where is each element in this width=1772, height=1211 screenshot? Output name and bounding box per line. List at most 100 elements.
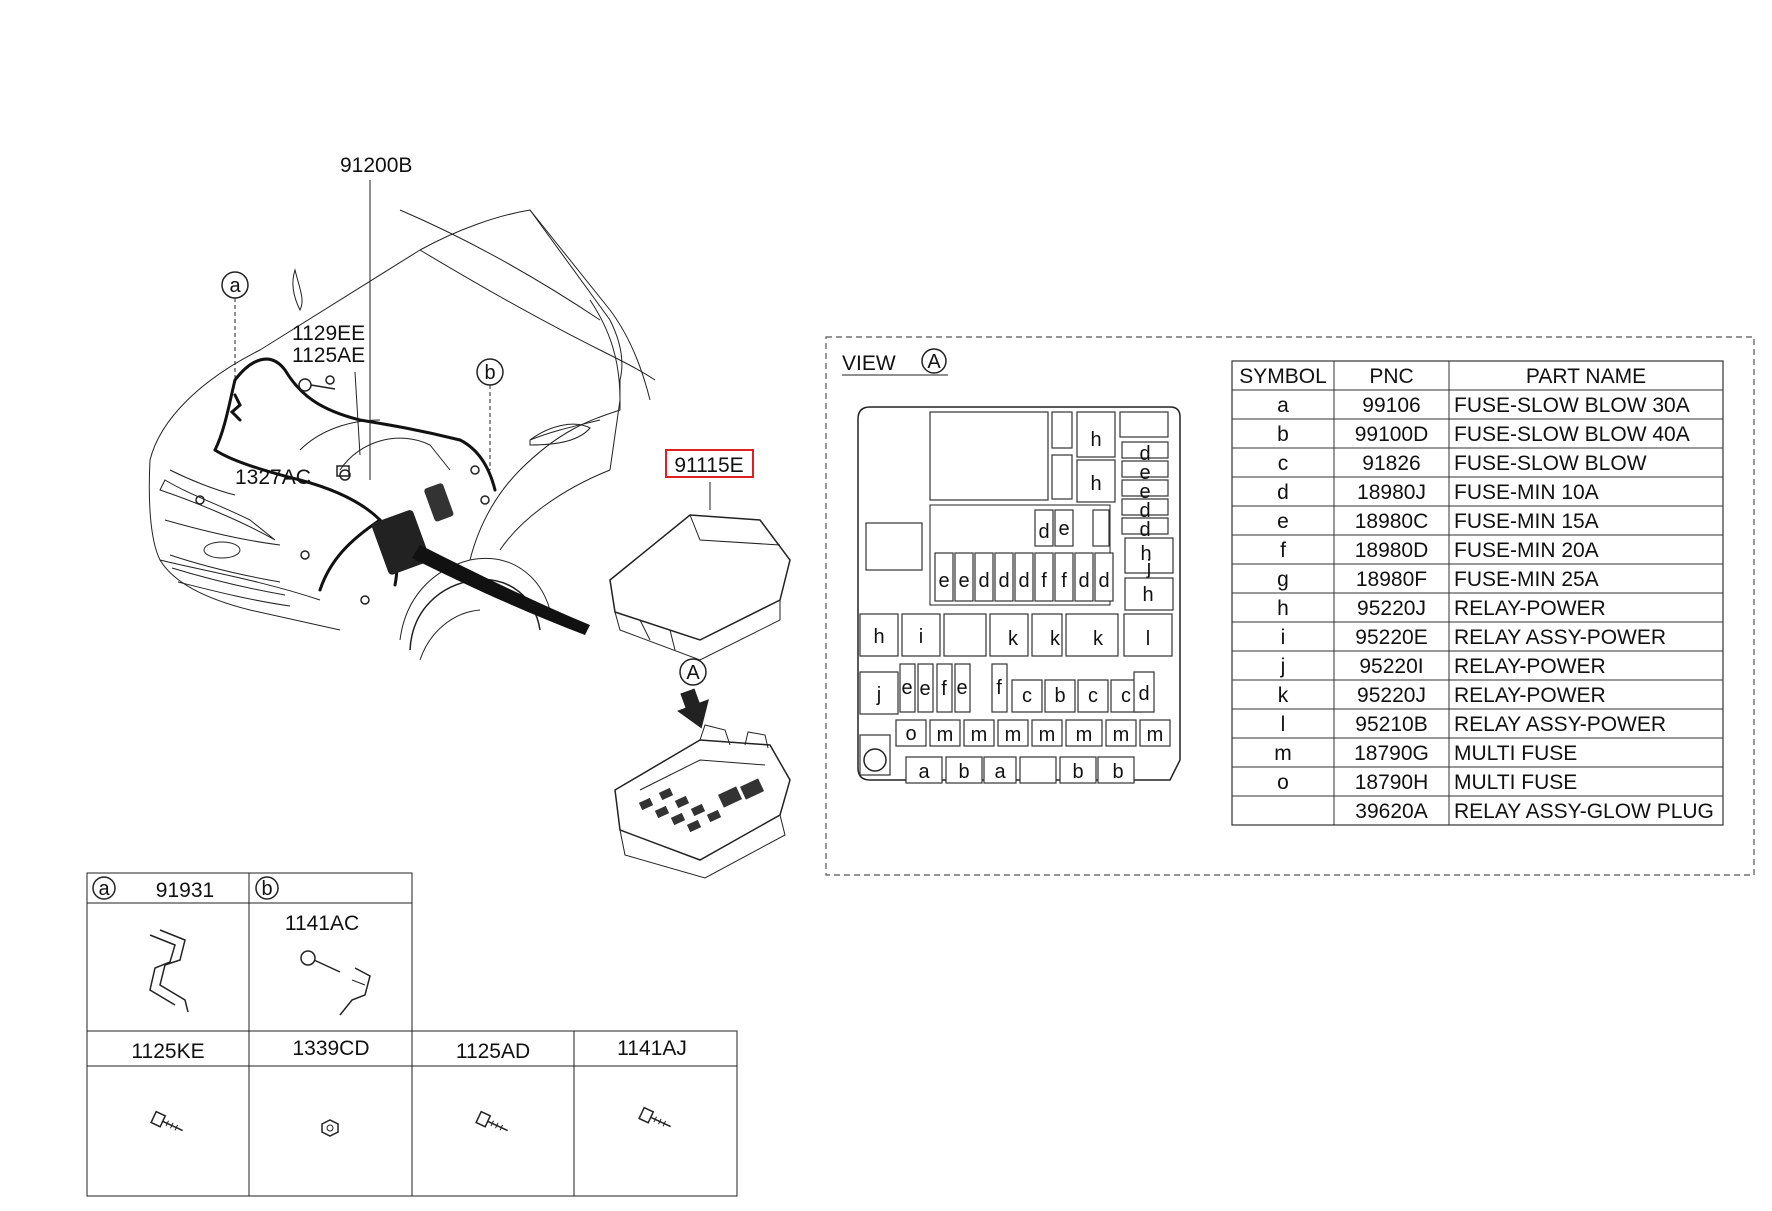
svg-text:a: a [994, 761, 1006, 783]
table-cell-symbol: i [1281, 626, 1286, 649]
fuse-box-cover: 91115E [609, 449, 791, 661]
svg-text:m: m [1113, 724, 1130, 746]
svg-text:A: A [927, 351, 941, 373]
svg-text:k: k [1093, 628, 1104, 650]
table-cell-symbol: f [1280, 539, 1286, 562]
nut-icon [321, 1119, 339, 1137]
table-cell-pnc: 39620A [1355, 800, 1427, 823]
table-cell-part-name: RELAY-POWER [1454, 597, 1606, 620]
svg-text:f: f [941, 678, 947, 700]
harness-callout: 91200B [340, 154, 412, 177]
table-cell-symbol: h [1277, 597, 1289, 620]
svg-text:d: d [1138, 683, 1149, 705]
table-cell-symbol: c [1278, 452, 1289, 475]
table-cell-part-name: MULTI FUSE [1454, 771, 1577, 794]
car-illustration [148, 209, 656, 661]
svg-text:e: e [956, 677, 967, 699]
cover-callout: 91115E [674, 454, 743, 477]
grid-pnc-1141aj: 1141AJ [617, 1037, 687, 1060]
grid-pnc-1125ad: 1125AD [456, 1040, 530, 1063]
table-cell-pnc: 18790H [1355, 771, 1429, 794]
svg-text:d: d [1038, 521, 1049, 543]
table-cell-symbol: d [1277, 481, 1289, 504]
table-cell-pnc: 18980J [1357, 481, 1426, 504]
nut-callout: 1327AC [235, 466, 311, 489]
svg-text:h: h [1090, 429, 1101, 451]
table-header-part-name: PART NAME [1526, 365, 1646, 388]
table-cell-pnc: 18980F [1356, 568, 1427, 591]
table-cell-pnc: 99106 [1362, 394, 1420, 417]
parts-grid: a 91931 b 1141AC 1125KE 1339CD 1125AD 11… [86, 872, 738, 1197]
svg-text:e: e [1139, 462, 1150, 484]
view-a-panel [825, 336, 1755, 876]
table-cell-pnc: 18980D [1355, 539, 1429, 562]
svg-text:f: f [1041, 570, 1047, 592]
svg-text:k: k [1050, 628, 1061, 650]
fuse-row-4: j e e f e f c b c c d [859, 663, 1155, 715]
table-cell-pnc: 95220I [1359, 655, 1423, 678]
table-cell-part-name: RELAY ASSY-GLOW PLUG [1454, 800, 1714, 823]
svg-text:a: a [229, 275, 241, 297]
svg-text:b: b [1054, 685, 1065, 707]
svg-text:h: h [1140, 543, 1151, 565]
table-cell-pnc: 95220J [1357, 597, 1426, 620]
fuse-box-layout: h h d e e d d d e e e [857, 406, 1181, 784]
relay-h-2 [1076, 459, 1116, 503]
grid-pnc-91931: 91931 [156, 879, 214, 902]
table-cell-pnc: 95210B [1355, 713, 1427, 736]
grid-pnc-1141ac: 1141AC [285, 912, 359, 935]
grid-ref-a: a [92, 876, 116, 900]
svg-text:b: b [261, 878, 272, 900]
svg-text:e: e [901, 677, 912, 699]
svg-text:e: e [958, 570, 969, 592]
relay-h-1 [1076, 411, 1116, 458]
svg-text:j: j [1146, 557, 1151, 579]
svg-text:m: m [1147, 724, 1164, 746]
svg-text:b: b [1072, 761, 1083, 783]
view-a-arrow: A [677, 658, 709, 729]
svg-text:m: m [971, 724, 988, 746]
svg-text:k: k [1008, 628, 1019, 650]
table-cell-pnc: 99100D [1355, 423, 1429, 446]
table-cell-symbol: b [1277, 423, 1289, 446]
grid-pnc-1125ke: 1125KE [131, 1040, 204, 1063]
svg-text:a: a [98, 878, 110, 900]
table-cell-pnc: 95220J [1357, 684, 1426, 707]
grid-ref-b: b [255, 876, 279, 900]
svg-text:h: h [1142, 584, 1153, 606]
fuse-row-5: o m m m m m m m [895, 719, 1171, 747]
table-cell-symbol: a [1277, 394, 1289, 417]
table-cell-part-name: FUSE-MIN 10A [1454, 481, 1599, 504]
table-cell-part-name: FUSE-SLOW BLOW [1454, 452, 1647, 475]
svg-text:m: m [937, 724, 954, 746]
fuse-row-6: a b a b b [905, 756, 1135, 784]
cover-callout-box [665, 449, 754, 478]
table-cell-part-name: RELAY ASSY-POWER [1454, 713, 1666, 736]
view-label: VIEW [842, 352, 896, 375]
table-cell-part-name: FUSE-SLOW BLOW 30A [1454, 394, 1690, 417]
svg-text:j: j [876, 684, 881, 706]
svg-text:d: d [978, 570, 989, 592]
table-cell-part-name: RELAY-POWER [1454, 655, 1606, 678]
table-cell-part-name: RELAY-POWER [1454, 684, 1606, 707]
bolt-icon [475, 1110, 508, 1132]
svg-text:e: e [1058, 518, 1069, 540]
bolt-with-cable-icon [300, 950, 371, 1016]
svg-text:l: l [1146, 628, 1150, 650]
top-right-fuse-column: d e e d d [1121, 441, 1169, 541]
table-cell-part-name: MULTI FUSE [1454, 742, 1577, 765]
svg-text:b: b [958, 761, 969, 783]
table-cell-part-name: RELAY ASSY-POWER [1454, 626, 1666, 649]
table-header-pnc: PNC [1369, 365, 1413, 388]
svg-text:A: A [686, 662, 700, 684]
table-cell-symbol: k [1278, 684, 1289, 707]
svg-text:m: m [1005, 724, 1022, 746]
table-cell-pnc: 18980C [1355, 510, 1429, 533]
svg-text:d: d [1018, 570, 1029, 592]
table-cell-symbol: m [1274, 742, 1292, 765]
table-cell-symbol: j [1280, 655, 1286, 678]
bolt-icon [150, 1110, 183, 1132]
svg-text:d: d [1098, 570, 1109, 592]
svg-text:e: e [919, 678, 930, 700]
